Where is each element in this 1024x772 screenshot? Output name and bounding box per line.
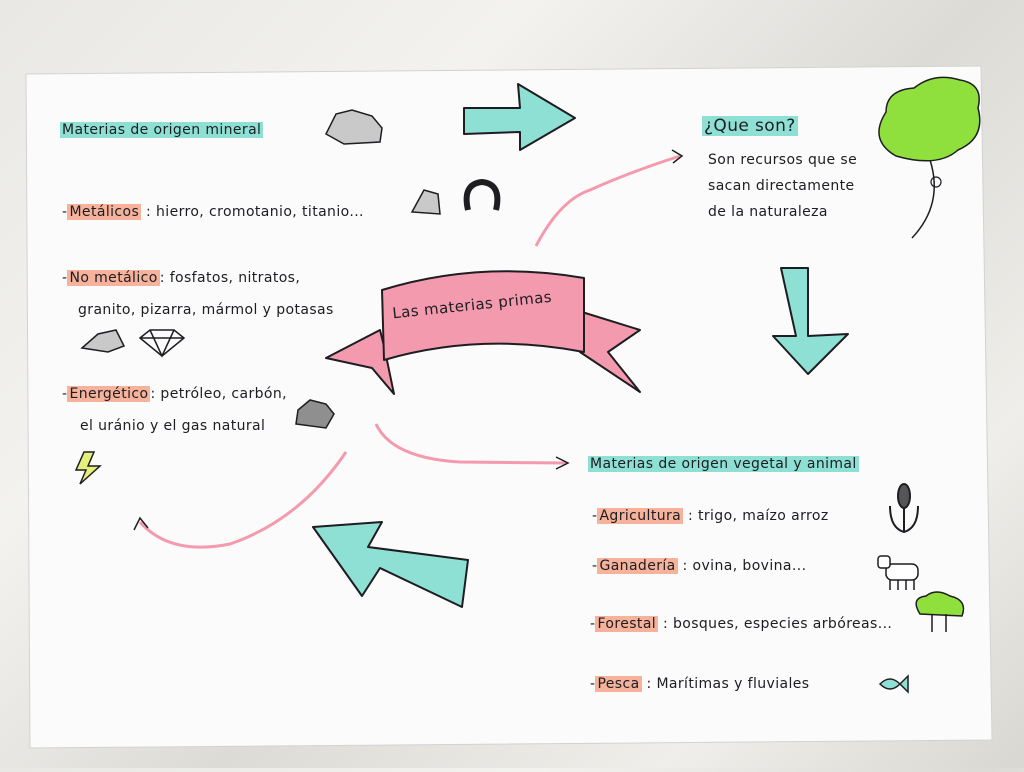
item-label: Energético: [67, 386, 151, 402]
paper-sheet: [25, 65, 993, 749]
item-separator: :: [682, 558, 688, 574]
mineral-item-no-metalico-line-2: granito, pizarra, mármol y potasas: [78, 302, 334, 318]
center-banner: [325, 270, 641, 395]
question-title-text: ¿Que son?: [702, 116, 798, 136]
stone-icon: [80, 329, 126, 353]
item-text: fosfatos, nitratos,: [169, 270, 301, 286]
arrow-down: [772, 267, 849, 375]
diamond-icon: [138, 329, 186, 358]
wheat-icon: [889, 483, 919, 534]
item-label: Metálicos: [67, 204, 142, 220]
arrow-up-left: [312, 521, 469, 608]
item-text: bosques, especies arbóreas...: [672, 616, 893, 632]
item-text: hierro, cromotanio, titanio...: [156, 204, 364, 220]
coal-icon: [295, 399, 335, 429]
item-dash: -: [62, 204, 68, 220]
item-label: Agricultura: [597, 508, 684, 524]
question-line-2: sacan directamente: [708, 178, 855, 194]
item-separator: :: [150, 386, 156, 402]
item-separator: :: [159, 270, 165, 286]
item-label: No metálico: [67, 270, 160, 286]
connector-bottom-left: [133, 451, 348, 549]
item-text: Marítimas y fluviales: [656, 676, 810, 692]
item-text: trigo, maízo arroz: [697, 508, 829, 524]
vegetal-item-pesca: -Pesca : Marítimas y fluviales: [590, 676, 809, 692]
lightning-icon: [74, 451, 102, 485]
tree-icon: [878, 76, 981, 239]
vegetal-title-text: Materias de origen vegetal y animal: [588, 456, 859, 472]
question-line-3: de la naturaleza: [708, 204, 828, 220]
item-separator: :: [646, 676, 652, 692]
mineral-item-no-metalico: -No metálico: fosfatos, nitratos,: [62, 270, 300, 286]
item-text: ovina, bovina...: [692, 558, 807, 574]
question-title: ¿Que son?: [702, 116, 798, 136]
item-dash: -: [592, 508, 598, 524]
fish-icon: [878, 674, 909, 694]
horseshoe-icon: [463, 178, 501, 211]
ore-icon: [410, 189, 441, 215]
mineral-title: Materias de origen mineral: [60, 122, 264, 138]
forest-icon: [915, 591, 965, 632]
item-dash: -: [62, 386, 68, 402]
vegetal-item-forestal: -Forestal : bosques, especies arbóreas..…: [590, 616, 892, 632]
item-dash: -: [590, 676, 596, 692]
item-label: Pesca: [595, 676, 642, 692]
connector-top-right: [534, 149, 684, 247]
item-text: petróleo, carbón,: [160, 386, 288, 402]
mineral-item-energetico: -Energético: petróleo, carbón,: [62, 386, 287, 402]
connector-bottom-right: [374, 423, 570, 470]
item-separator: :: [146, 204, 152, 220]
item-label: Ganadería: [597, 558, 678, 574]
item-separator: :: [687, 508, 694, 524]
mineral-title-text: Materias de origen mineral: [60, 122, 264, 138]
vegetal-title: Materias de origen vegetal y animal: [588, 456, 859, 472]
question-line-1: Son recursos que se: [708, 152, 858, 168]
arrow-right: [463, 83, 576, 151]
vegetal-item-ganaderia: -Ganadería : ovina, bovina...: [592, 558, 806, 574]
item-label: Forestal: [595, 616, 659, 632]
vegetal-item-agricultura: -Agricultura : trigo, maízo arroz: [592, 508, 829, 524]
item-dash: -: [592, 558, 598, 574]
mineral-item-energetico-line-2: el uránio y el gas natural: [80, 418, 266, 434]
sheep-icon: [877, 555, 919, 590]
rock-icon: [325, 109, 383, 145]
mineral-item-metalicos: -Metálicos : hierro, cromotanio, titanio…: [62, 204, 364, 220]
item-dash: -: [62, 270, 68, 286]
item-separator: :: [662, 616, 669, 632]
item-dash: -: [590, 616, 596, 632]
